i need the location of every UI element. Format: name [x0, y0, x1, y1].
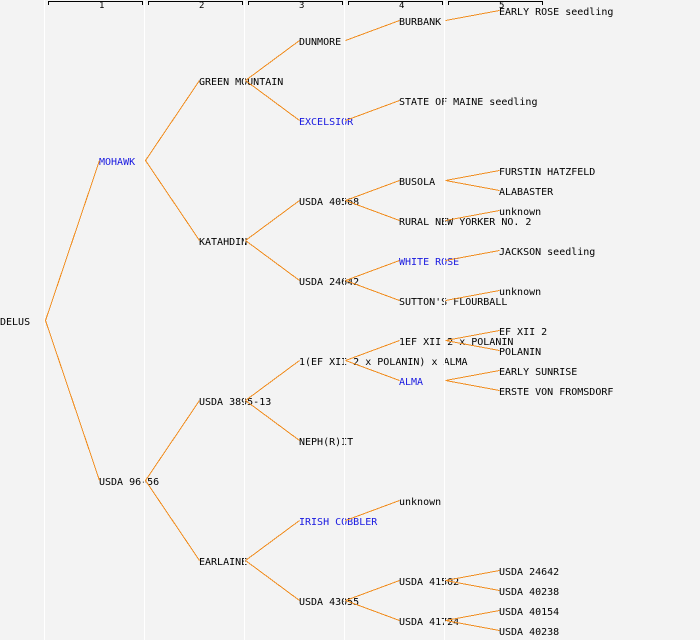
pedigree-node: RURAL NEW YORKER NO. 2 — [399, 217, 532, 228]
generation-bracket — [248, 1, 343, 5]
pedigree-connector — [445, 180, 500, 191]
pedigree-node: SUTTON'S FLOURBALL — [399, 297, 508, 308]
pedigree-connector — [45, 160, 100, 321]
pedigree-node: 1EF XII 2 x POLANIN — [399, 337, 514, 348]
generation-bracket — [348, 1, 443, 5]
pedigree-connector — [445, 370, 500, 381]
pedigree-connector — [145, 480, 200, 561]
pedigree-connector — [245, 240, 300, 281]
pedigree-node[interactable]: EXCELSIOR — [299, 117, 354, 128]
pedigree-connector — [345, 100, 400, 121]
pedigree-node: EARLAINE — [199, 557, 248, 568]
pedigree-node: FURSTIN HATZFELD — [499, 167, 596, 178]
pedigree-node: unknown — [499, 287, 542, 298]
pedigree-node: KATAHDIN — [199, 237, 248, 248]
pedigree-node: POLANIN — [499, 347, 542, 358]
pedigree-node[interactable]: WHITE ROSE — [399, 257, 460, 268]
generation-bracket — [48, 1, 143, 5]
generation-bracket — [448, 1, 543, 5]
generation-number: 1 — [99, 1, 105, 11]
pedigree-connector — [145, 80, 200, 161]
pedigree-node: NEPH(R)IT — [299, 437, 354, 448]
generation-number: 5 — [499, 1, 505, 11]
pedigree-node: unknown — [399, 497, 442, 508]
column-divider — [244, 0, 245, 640]
pedigree-node: USDA 96-56 — [99, 477, 160, 488]
pedigree-connector — [445, 170, 500, 181]
column-divider — [444, 0, 445, 640]
pedigree-node: ERSTE VON FROMSDORF — [499, 387, 614, 398]
column-divider — [344, 0, 345, 640]
pedigree-node: unknown — [499, 207, 542, 218]
pedigree-node: USDA 41724 — [399, 617, 460, 628]
pedigree-connector — [245, 200, 300, 241]
pedigree-node: EARLY SUNRISE — [499, 367, 578, 378]
pedigree-node: JACKSON seedling — [499, 247, 596, 258]
pedigree-connector — [245, 520, 300, 561]
pedigree-node: EARLY ROSE seedling — [499, 7, 614, 18]
pedigree-node: USDA 24642 — [499, 567, 560, 578]
generation-bracket — [148, 1, 243, 5]
pedigree-connector — [145, 160, 200, 241]
pedigree-node: USDA 40154 — [499, 607, 560, 618]
pedigree-connector — [445, 380, 500, 391]
pedigree-node: BUSOLA — [399, 177, 436, 188]
pedigree-node: ALABASTER — [499, 187, 554, 198]
pedigree-connector — [345, 20, 400, 41]
pedigree-node: STATE OF MAINE seedling — [399, 97, 538, 108]
pedigree-connector — [245, 40, 300, 81]
pedigree-connector — [245, 360, 300, 401]
pedigree-node: USDA 24642 — [299, 277, 360, 288]
pedigree-node: USDA 41502 — [399, 577, 460, 588]
pedigree-node: BURBANK — [399, 17, 442, 28]
column-divider — [144, 0, 145, 640]
pedigree-connector — [145, 400, 200, 481]
pedigree-node: 1(EF XII 2 x POLANIN) x ALMA — [299, 357, 468, 368]
pedigree-connector — [445, 10, 500, 21]
pedigree-node[interactable]: ALMA — [399, 377, 424, 388]
pedigree-connector — [45, 320, 100, 481]
pedigree-node: USDA 40238 — [499, 627, 560, 638]
pedigree-connector — [245, 560, 300, 601]
pedigree-node: EF XII 2 — [499, 327, 548, 338]
pedigree-root-node: DELUS — [0, 317, 31, 328]
pedigree-node[interactable]: IRISH COBBLER — [299, 517, 378, 528]
pedigree-node: GREEN MOUNTAIN — [199, 77, 284, 88]
generation-number: 2 — [199, 1, 205, 11]
generation-number: 4 — [399, 1, 405, 11]
pedigree-node: USDA 3895-13 — [199, 397, 272, 408]
generation-number: 3 — [299, 1, 305, 11]
pedigree-node: USDA 43055 — [299, 597, 360, 608]
pedigree-node: USDA 40568 — [299, 197, 360, 208]
pedigree-node: USDA 40238 — [499, 587, 560, 598]
pedigree-node[interactable]: MOHAWK — [99, 157, 136, 168]
column-divider — [44, 0, 45, 640]
pedigree-node: DUNMORE — [299, 37, 342, 48]
